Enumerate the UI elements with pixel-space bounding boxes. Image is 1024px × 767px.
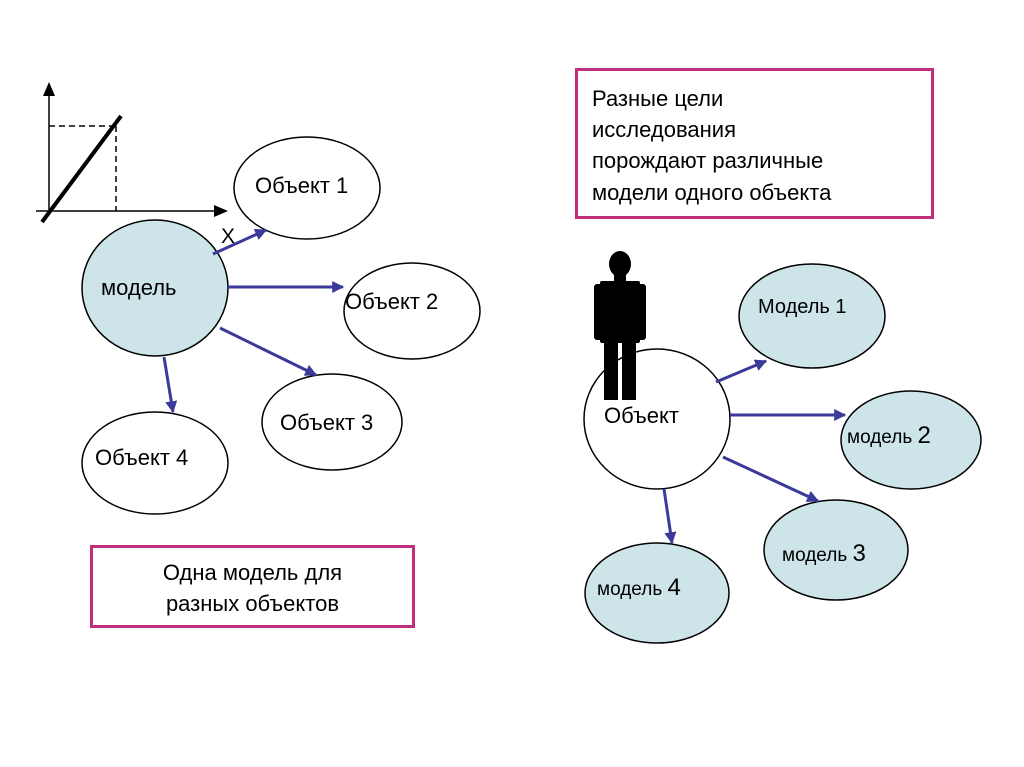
axis-x-label: X: [221, 225, 236, 248]
object-4-label: Объект 4: [95, 445, 189, 470]
arrow-to-object-3: [219, 326, 318, 377]
object-3-label: Объект 3: [280, 410, 374, 435]
model-4-label: модель 4: [597, 576, 681, 600]
model-label: модель: [101, 275, 177, 300]
model-4-ellipse: [584, 542, 730, 644]
model-3-ellipse: [763, 499, 909, 601]
caption-right-line-3: порождают различные: [592, 148, 824, 174]
person-icon: [594, 251, 646, 400]
model-4-num: 4: [667, 574, 681, 601]
caption-right-line-2: исследования: [592, 117, 736, 143]
object-4-ellipse: [81, 411, 229, 515]
arrow-to-model-1: [715, 359, 768, 384]
right-arrows: [662, 359, 847, 545]
arrow-to-model-4: [662, 488, 677, 545]
model-1-text: Модель: [758, 296, 836, 318]
object-2-label: Объект 2: [345, 289, 439, 314]
object-2-ellipse: [343, 262, 481, 360]
caption-right-line-1: Разные цели: [592, 86, 724, 111]
model-2-text: модель: [847, 427, 918, 448]
caption-box-left: Одна модель для разных объектов: [90, 545, 415, 628]
model-1-label: Модель 1: [758, 297, 846, 317]
model-3-label: модель 3: [782, 542, 866, 566]
object-center-label: Объект: [604, 403, 679, 428]
caption-box-right: Разные цели исследования порождают разли…: [575, 68, 934, 219]
model-2-label: модель 2: [847, 424, 931, 448]
model-1-ellipse: [738, 263, 886, 369]
object-3-ellipse: [261, 373, 403, 471]
model-3-text: модель: [782, 545, 853, 566]
caption-left-line-2: разных объектов: [165, 590, 340, 616]
caption-left-line-1: Одна модель для: [162, 560, 343, 585]
model-3-num: 3: [852, 540, 866, 567]
mini-graph: [36, 82, 228, 224]
caption-right-line-4: модели одного объекта: [592, 179, 832, 205]
left-arrows: [162, 228, 345, 414]
arrow-to-object-1: [212, 228, 268, 256]
object-circle: [583, 348, 731, 490]
model-2-num: 2: [917, 422, 931, 449]
model-4-text: модель: [597, 579, 668, 600]
object-1-ellipse: [233, 136, 381, 240]
arrow-to-object-4: [162, 356, 178, 414]
model-2-ellipse: [840, 390, 982, 490]
object-1-label: Объект 1: [255, 173, 349, 198]
arrow-to-model-3: [722, 455, 820, 503]
model-1-num: 1: [835, 296, 847, 318]
